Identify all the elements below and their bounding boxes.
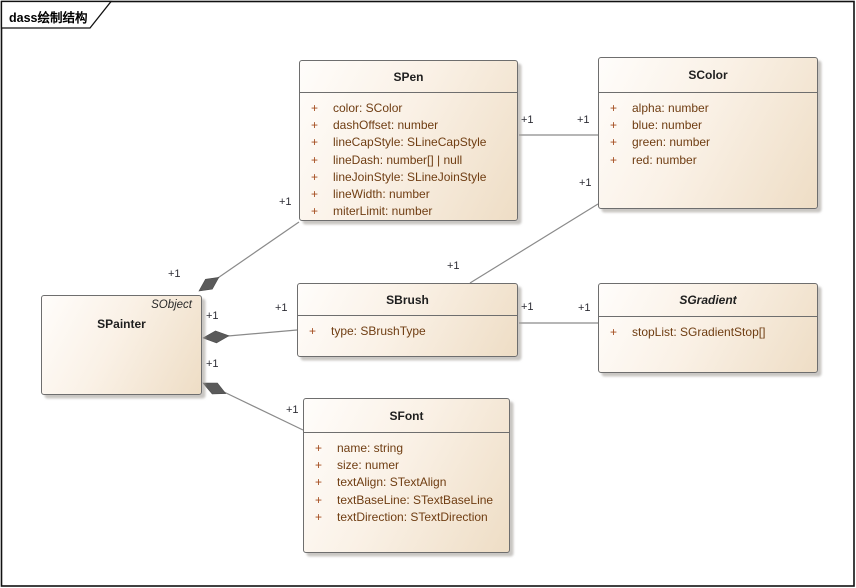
attribute-text: textDirection: STextDirection xyxy=(337,509,488,524)
class-sbrush[interactable]: SBrush + type: SBrushType xyxy=(297,283,518,357)
attribute-row[interactable]: + miterLimit: number xyxy=(300,203,517,220)
attribute-row[interactable]: + green: number xyxy=(599,134,817,151)
visibility-public: + xyxy=(311,187,319,202)
visibility-public: + xyxy=(311,152,319,167)
multiplicity-label: +1 xyxy=(279,196,292,208)
visibility-public: + xyxy=(311,204,319,219)
visibility-public: + xyxy=(315,492,323,507)
visibility-public: + xyxy=(315,457,323,472)
attribute-text: green: number xyxy=(632,135,711,150)
class-name: SFont xyxy=(304,399,509,433)
attribute-row[interactable]: + red: number xyxy=(599,151,817,168)
visibility-public: + xyxy=(311,100,319,115)
multiplicity-label: +1 xyxy=(275,302,288,314)
composition-line-spainter-sbrush[interactable] xyxy=(227,329,298,337)
attribute-text: miterLimit: number xyxy=(333,204,433,219)
attribute-row[interactable]: + textBaseLine: STextBaseLine xyxy=(304,491,509,508)
attribute-row[interactable]: + lineJoinStyle: SLineJoinStyle xyxy=(300,168,517,185)
attribute-row[interactable]: + type: SBrushType xyxy=(298,322,517,339)
visibility-public: + xyxy=(610,100,618,115)
attribute-text: blue: number xyxy=(632,117,703,132)
class-stereotype: SObject xyxy=(151,299,192,311)
attribute-row[interactable]: + alpha: number xyxy=(599,99,817,116)
class-sgradient[interactable]: SGradient + stopList: SGradientStop[] xyxy=(598,283,818,373)
attribute-row[interactable]: + textAlign: STextAlign xyxy=(304,474,509,491)
attribute-row[interactable]: + dashOffset: number xyxy=(300,116,517,133)
class-name: SPainter xyxy=(97,317,146,331)
class-scolor[interactable]: SColor + alpha: number + blue: number + gre… xyxy=(598,57,818,209)
attribute-text: lineDash: number[] | null xyxy=(333,152,463,167)
attribute-text: lineWidth: number xyxy=(333,187,430,202)
visibility-public: + xyxy=(311,117,319,132)
visibility-public: + xyxy=(315,509,323,524)
class-spainter[interactable]: SObject SPainter xyxy=(41,295,202,395)
attribute-text: red: number xyxy=(632,152,697,167)
attribute-text: name: string xyxy=(337,440,404,455)
visibility-public: + xyxy=(315,475,323,490)
visibility-public: + xyxy=(610,135,618,150)
class-name: SBrush xyxy=(298,284,517,316)
attribute-text: dashOffset: number xyxy=(333,117,439,132)
multiplicity-label: +1 xyxy=(579,177,592,189)
class-name: SPen xyxy=(300,61,517,93)
attribute-text: lineJoinStyle: SLineJoinStyle xyxy=(333,169,487,184)
composition-line-spainter-spen[interactable] xyxy=(211,221,300,283)
visibility-public: + xyxy=(610,324,618,339)
attribute-text: textBaseLine: STextBaseLine xyxy=(337,492,494,507)
visibility-public: + xyxy=(311,169,319,184)
multiplicity-label: +1 xyxy=(577,114,590,126)
multiplicity-label: +1 xyxy=(578,302,591,314)
multiplicity-label: +1 xyxy=(521,114,534,126)
multiplicity-label: +1 xyxy=(168,268,181,280)
multiplicity-label: +1 xyxy=(447,260,460,272)
attribute-row[interactable]: + stopList: SGradientStop[] xyxy=(599,323,817,340)
attribute-row[interactable]: + size: numer xyxy=(304,456,509,473)
class-sfont[interactable]: SFont + name: string + size: numer + textAl… xyxy=(303,398,510,553)
class-name: SGradient xyxy=(599,284,817,317)
association-line-sbrush-scolor[interactable] xyxy=(469,203,599,284)
composition-diamond xyxy=(202,330,230,344)
frame-title: dass绘制结构 xyxy=(9,11,88,25)
attribute-text: color: SColor xyxy=(333,100,403,115)
attribute-text: alpha: number xyxy=(632,100,709,115)
attribute-row[interactable]: + textDirection: STextDirection xyxy=(304,508,509,525)
frame-title-tab xyxy=(0,0,113,29)
attribute-row[interactable]: + name: string xyxy=(304,439,509,456)
multiplicity-label: +1 xyxy=(206,310,219,322)
composition-line-spainter-sfont[interactable] xyxy=(223,391,304,431)
attribute-row[interactable]: + lineCapStyle: SLineCapStyle xyxy=(300,134,517,151)
visibility-public: + xyxy=(610,152,618,167)
visibility-public: + xyxy=(315,440,323,455)
attribute-text: type: SBrushType xyxy=(331,323,426,338)
composition-diamond xyxy=(198,277,220,292)
class-name: SColor xyxy=(599,58,817,93)
multiplicity-label: +1 xyxy=(286,404,299,416)
multiplicity-label: +1 xyxy=(206,358,219,370)
attribute-row[interactable]: + lineWidth: number xyxy=(300,185,517,202)
attribute-text: stopList: SGradientStop[] xyxy=(632,324,766,339)
visibility-public: + xyxy=(309,323,317,338)
attribute-text: size: numer xyxy=(337,457,400,472)
multiplicity-label: +1 xyxy=(521,301,534,313)
attribute-row[interactable]: + lineDash: number[] | null xyxy=(300,151,517,168)
visibility-public: + xyxy=(311,135,319,150)
visibility-public: + xyxy=(610,117,618,132)
composition-diamond xyxy=(202,382,227,395)
attribute-text: textAlign: STextAlign xyxy=(337,475,447,490)
class-spen[interactable]: SPen +color: SColor +dashOffset: number … xyxy=(299,60,518,221)
attribute-row[interactable]: + blue: number xyxy=(599,116,817,133)
attribute-row[interactable]: + color: SColor xyxy=(300,99,517,116)
attribute-text: lineCapStyle: SLineCapStyle xyxy=(333,135,487,150)
